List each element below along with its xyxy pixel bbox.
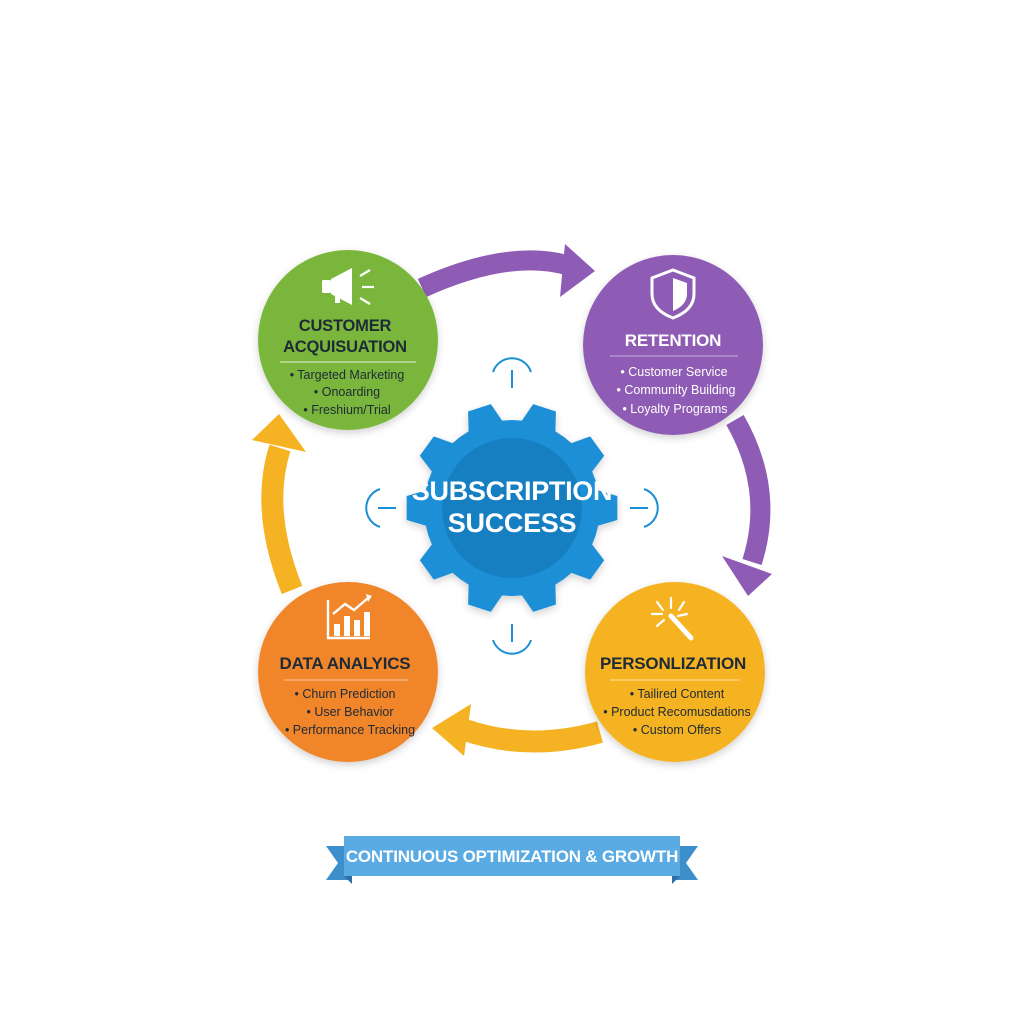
magic-wand-icon [650, 596, 694, 641]
center-title-line2: SUCCESS [448, 508, 576, 538]
banner-text: CONTINUOUS OPTIMIZATION & GROWTH [346, 847, 678, 866]
analytics-item: • Performance Tracking [285, 723, 415, 737]
center-hub: SUBSCRIPTION SUCCESS [406, 404, 618, 612]
personalization-item: • Product Recomusdations [603, 705, 751, 719]
acquisition-item: • Freshium/Trial [303, 403, 390, 417]
acquisition-title-line1: CUSTOMER [299, 317, 392, 335]
node-retention: RETENTION • Customer Service • Community… [583, 255, 763, 435]
retention-item: • Loyalty Programs [622, 402, 727, 416]
acquisition-item: • Onoarding [314, 385, 380, 399]
analytics-title: DATA ANALYICS [280, 654, 411, 673]
shield-icon [650, 268, 696, 320]
retention-title: RETENTION [625, 331, 721, 350]
personalization-item: • Custom Offers [633, 723, 721, 737]
gear-inner-circle [442, 438, 582, 578]
personalization-item: • Tailired Content [630, 687, 725, 701]
center-title-line1: SUBSCRIPTION [412, 476, 612, 506]
acquisition-item: • Targeted Marketing [290, 368, 405, 382]
acquisition-title-line2: ACQUISUATION [283, 338, 407, 356]
bar-chart-icon [326, 594, 372, 640]
analytics-item: • Churn Prediction [295, 687, 396, 701]
arrow-personalization-to-analytics [432, 704, 604, 756]
growth-banner: CONTINUOUS OPTIMIZATION & GROWTH [326, 836, 698, 884]
gear-tick-marks [365, 357, 659, 655]
node-customer-acquisition: CUSTOMER ACQUISUATION • Targeted Marketi… [258, 250, 438, 430]
arrow-analytics-to-acquisition [252, 414, 306, 595]
megaphone-icon [322, 268, 374, 305]
retention-item: • Customer Service [620, 365, 727, 379]
arrow-acquisition-to-retention [417, 244, 595, 298]
arrow-retention-to-personalization [722, 415, 772, 596]
node-personalization: PERSONLIZATION • Tailired Content • Prod… [585, 582, 765, 762]
analytics-item: • User Behavior [306, 705, 393, 719]
personalization-title: PERSONLIZATION [600, 654, 746, 673]
retention-item: • Community Building [616, 383, 735, 397]
node-data-analytics: DATA ANALYICS • Churn Prediction • User … [258, 582, 438, 762]
